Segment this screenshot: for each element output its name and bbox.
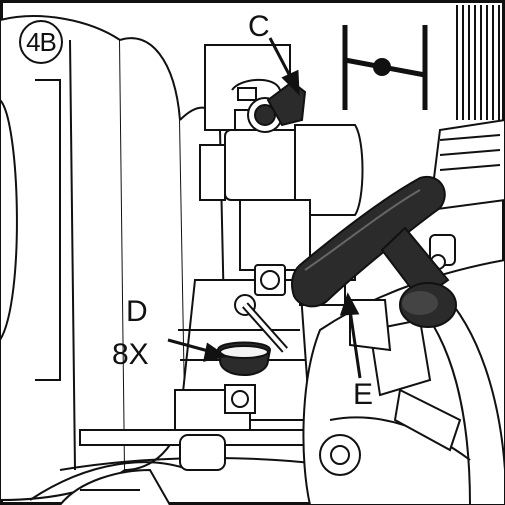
motor-housing xyxy=(0,15,227,502)
ribbed-guard xyxy=(428,5,505,212)
callout-d-label: D xyxy=(126,295,148,328)
callout-e-label: E xyxy=(353,378,374,411)
callout-d-quantity: 8X xyxy=(112,338,149,371)
part-d-knob xyxy=(216,341,272,376)
leader-arrows xyxy=(167,37,362,379)
lower-bolt xyxy=(224,384,256,414)
callout-c-label: C xyxy=(248,10,270,43)
bevel-lock-symbol-icon xyxy=(328,15,456,115)
part-c-lever xyxy=(231,78,307,133)
part-e-handle xyxy=(291,175,457,328)
step-number-badge: 4B xyxy=(19,20,63,64)
